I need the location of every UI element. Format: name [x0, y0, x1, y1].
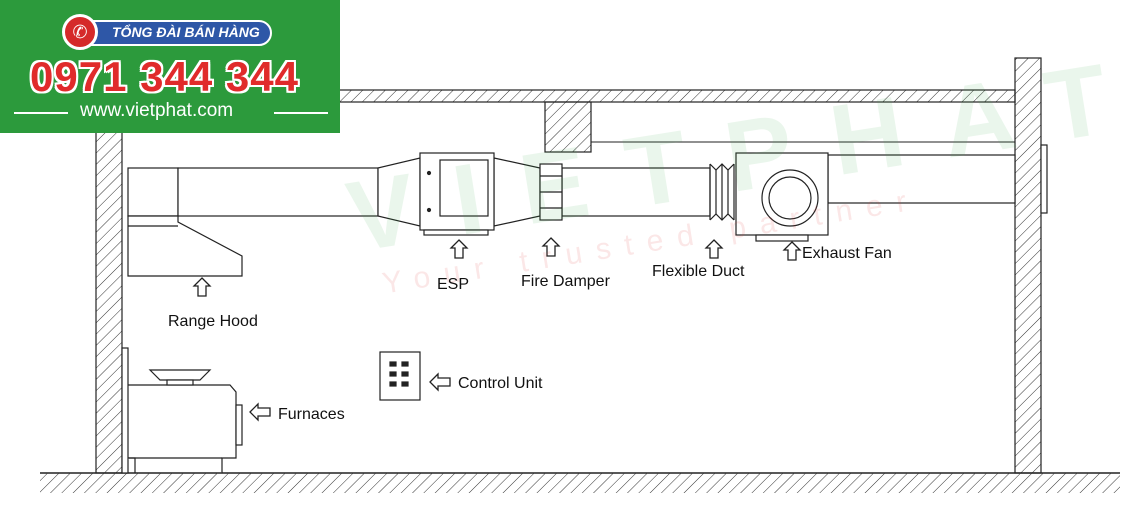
label-range-hood: Range Hood	[168, 313, 258, 330]
arrow-up-esp	[449, 239, 469, 259]
duct-section-3	[827, 154, 1016, 204]
wall-outlet-flange	[1040, 144, 1048, 214]
ceiling-beam	[544, 101, 592, 153]
hood-plenum	[127, 167, 179, 217]
arrow-up-exhaust-fan	[782, 241, 802, 261]
arrow-left-furnaces	[249, 402, 271, 422]
label-control-unit: Control Unit	[458, 375, 543, 392]
label-esp: ESP	[437, 276, 470, 293]
label-exhaust-fan: Exhaust Fan	[802, 245, 892, 262]
floor	[40, 472, 1120, 493]
right-wall	[1014, 57, 1042, 474]
arrow-up-fire-damper	[541, 237, 561, 257]
arrow-left-control-unit	[429, 372, 451, 392]
building-structure	[95, 57, 1042, 474]
label-flexible-duct: Flexible Duct	[652, 263, 745, 280]
furnace-unit	[121, 347, 243, 474]
fire-damper-unit	[539, 163, 563, 221]
flexible-duct-unit	[709, 163, 735, 221]
arrow-up-flexible-duct	[704, 239, 724, 259]
website-link[interactable]: www.vietphat.com	[80, 100, 234, 121]
hotline-banner[interactable]: ✆ TỔNG ĐÀI BÁN HÀNG 0971 344 344 www.vie…	[0, 0, 340, 133]
label-furnaces: Furnaces	[278, 406, 345, 423]
range-hood-shape	[127, 215, 243, 277]
duct-section-1	[177, 167, 379, 217]
hotline-number[interactable]: 0971 344 344	[30, 53, 299, 100]
hotline-label-pill	[66, 20, 272, 46]
control-unit-box	[379, 351, 421, 401]
phone-icon: ✆	[62, 14, 98, 50]
divider-line	[14, 112, 68, 114]
arrow-up-range-hood	[192, 277, 212, 297]
left-wall	[95, 94, 123, 474]
pointer-arrows	[192, 237, 802, 422]
hotline-label: TỔNG ĐÀI BÁN HÀNG	[112, 24, 260, 40]
exhaust-fan-unit	[735, 152, 829, 242]
label-fire-damper: Fire Damper	[521, 273, 610, 290]
divider-line	[274, 112, 328, 114]
esp-unit	[419, 152, 495, 236]
